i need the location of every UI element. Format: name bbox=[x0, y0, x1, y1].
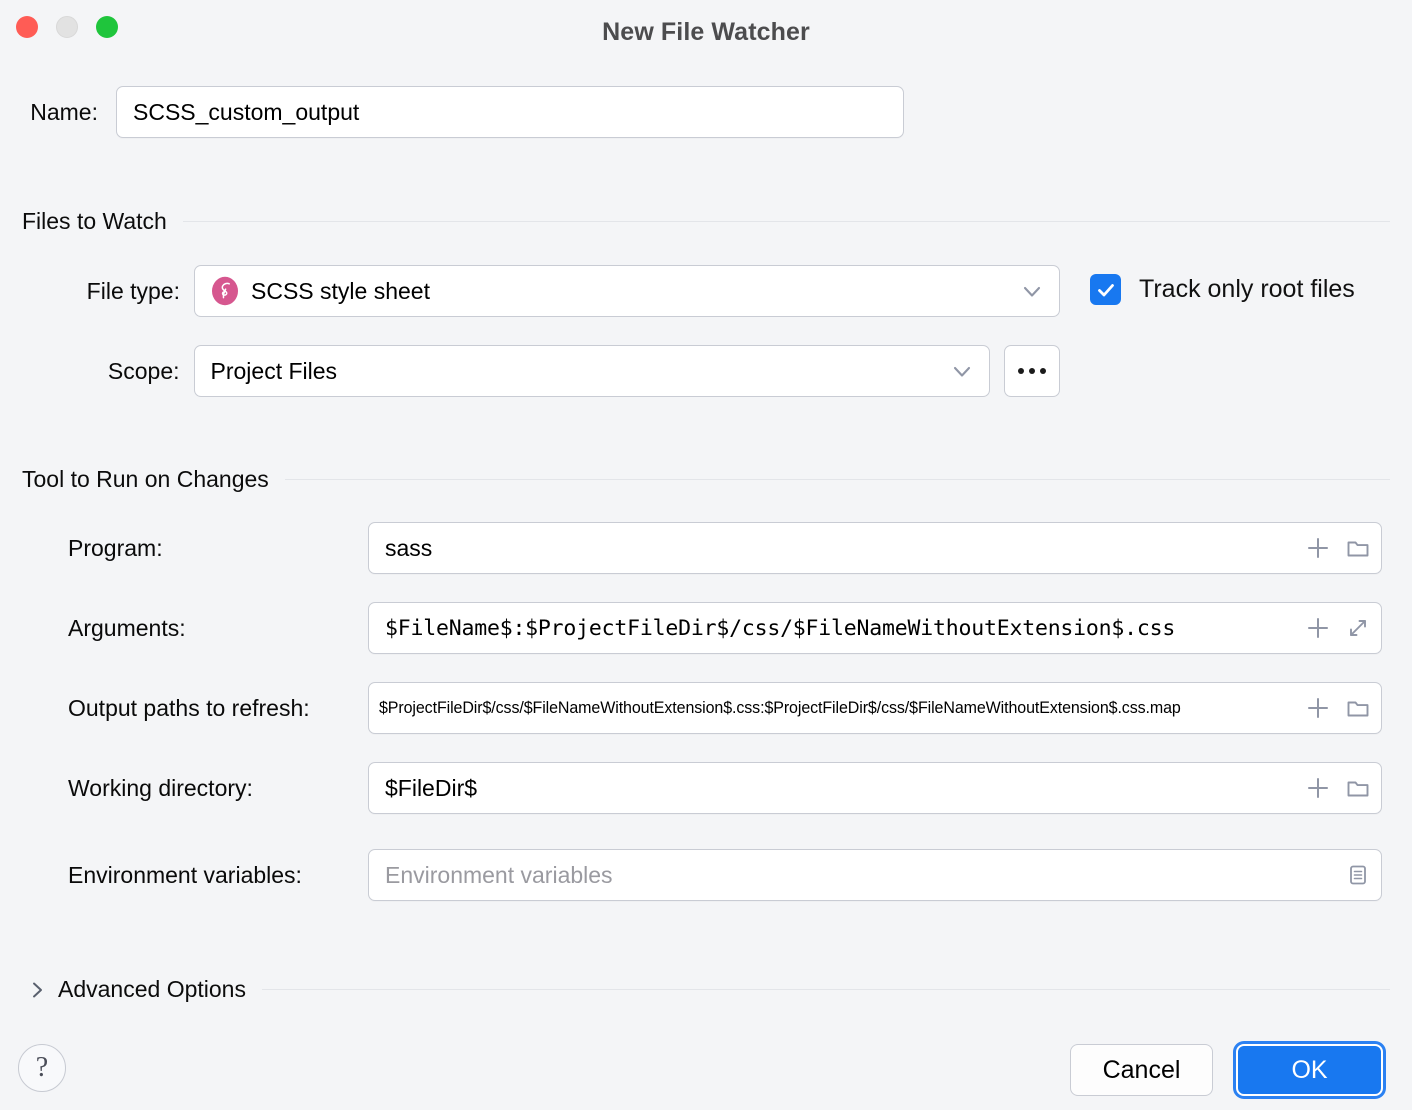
tool-to-run-title: Tool to Run on Changes bbox=[22, 466, 269, 492]
close-button[interactable] bbox=[16, 16, 38, 38]
working-directory-row: Working directory: $FileDir$ bbox=[68, 761, 1390, 815]
file-type-label: File type: bbox=[86, 277, 180, 304]
edit-list-icon[interactable] bbox=[1345, 862, 1371, 888]
browse-folder-icon[interactable] bbox=[1345, 775, 1371, 801]
chevron-down-icon bbox=[954, 366, 971, 377]
track-only-root-files-label: Track only root files bbox=[1139, 275, 1355, 303]
help-button[interactable]: ? bbox=[18, 1044, 66, 1092]
advanced-options-toggle[interactable]: Advanced Options bbox=[26, 976, 1390, 1003]
name-row: Name: SCSS_custom_output bbox=[20, 84, 904, 140]
tool-to-run-section-header: Tool to Run on Changes bbox=[22, 466, 1390, 493]
scope-row: Scope: Project Files bbox=[68, 344, 1060, 398]
chevron-down-icon bbox=[1023, 286, 1041, 297]
arguments-input[interactable]: $FileName$:$ProjectFileDir$/css/$FileNam… bbox=[368, 602, 1382, 654]
zoom-button[interactable] bbox=[96, 16, 118, 38]
section-divider bbox=[261, 989, 1390, 990]
checkbox-box-checked[interactable] bbox=[1090, 274, 1121, 305]
environment-variables-placeholder: Environment variables bbox=[385, 861, 613, 888]
arguments-input-value: $FileName$:$ProjectFileDir$/css/$FileNam… bbox=[385, 615, 1176, 641]
name-input-value: SCSS_custom_output bbox=[133, 98, 360, 125]
cancel-button-label: Cancel bbox=[1102, 1055, 1181, 1084]
ok-button-label: OK bbox=[1291, 1055, 1328, 1084]
name-label: Name: bbox=[30, 98, 98, 125]
program-field-adornments bbox=[1295, 535, 1371, 561]
working-directory-input-value: $FileDir$ bbox=[385, 774, 478, 801]
program-input[interactable]: sass bbox=[368, 522, 1382, 574]
chevron-right-icon[interactable] bbox=[26, 979, 48, 1001]
insert-macro-icon[interactable] bbox=[1305, 695, 1331, 721]
files-to-watch-title: Files to Watch bbox=[22, 208, 167, 234]
insert-macro-icon[interactable] bbox=[1305, 775, 1331, 801]
dot bbox=[1018, 368, 1025, 374]
expand-editor-icon[interactable] bbox=[1345, 615, 1371, 641]
track-only-root-files-checkbox[interactable]: Track only root files bbox=[1090, 274, 1355, 305]
files-to-watch-section-header: Files to Watch bbox=[22, 208, 1390, 235]
scope-value: Project Files bbox=[210, 357, 338, 384]
environment-variables-field-adornments bbox=[1335, 862, 1371, 888]
advanced-options-label: Advanced Options bbox=[58, 976, 246, 1002]
output-paths-label: Output paths to refresh: bbox=[68, 694, 310, 721]
environment-variables-input[interactable]: Environment variables bbox=[368, 849, 1382, 901]
insert-macro-icon[interactable] bbox=[1305, 535, 1331, 561]
dot bbox=[1029, 368, 1036, 374]
window-title-bar: New File Watcher bbox=[0, 0, 1412, 66]
dot bbox=[1040, 368, 1047, 374]
arguments-row: Arguments: $FileName$:$ProjectFileDir$/c… bbox=[68, 601, 1390, 655]
output-paths-field-adornments bbox=[1295, 695, 1371, 721]
program-input-value: sass bbox=[385, 534, 433, 561]
program-row: Program: sass bbox=[68, 521, 1390, 575]
minimize-button[interactable] bbox=[56, 16, 78, 38]
insert-macro-icon[interactable] bbox=[1305, 615, 1331, 641]
checkmark-icon bbox=[1097, 283, 1114, 296]
output-paths-input[interactable]: $ProjectFileDir$/css/$FileNameWithoutExt… bbox=[368, 682, 1382, 734]
arguments-field-adornments bbox=[1295, 615, 1371, 641]
program-label: Program: bbox=[68, 534, 163, 561]
window-title: New File Watcher bbox=[602, 18, 810, 46]
output-paths-input-value: $ProjectFileDir$/css/$FileNameWithoutExt… bbox=[379, 698, 1181, 717]
file-type-combo[interactable]: SCSS style sheet bbox=[194, 265, 1060, 317]
file-type-row: File type: SCSS style sheet bbox=[68, 264, 1060, 318]
browse-folder-icon[interactable] bbox=[1345, 535, 1371, 561]
ok-button[interactable]: OK bbox=[1236, 1044, 1383, 1096]
traffic-light-buttons bbox=[16, 16, 118, 38]
environment-variables-label: Environment variables: bbox=[68, 861, 302, 888]
name-input[interactable]: SCSS_custom_output bbox=[116, 86, 904, 138]
section-divider bbox=[284, 479, 1390, 480]
help-button-label: ? bbox=[35, 1052, 49, 1083]
working-directory-label: Working directory: bbox=[68, 774, 253, 801]
scope-browse-button[interactable] bbox=[1004, 345, 1060, 397]
scss-file-icon bbox=[212, 276, 238, 306]
section-divider bbox=[182, 221, 1390, 222]
output-paths-row: Output paths to refresh: $ProjectFileDir… bbox=[68, 681, 1390, 735]
browse-folder-icon[interactable] bbox=[1345, 695, 1371, 721]
working-directory-input[interactable]: $FileDir$ bbox=[368, 762, 1382, 814]
scope-label: Scope: bbox=[107, 357, 180, 384]
cancel-button[interactable]: Cancel bbox=[1070, 1044, 1213, 1096]
environment-variables-row: Environment variables: Environment varia… bbox=[68, 848, 1390, 902]
working-directory-field-adornments bbox=[1295, 775, 1371, 801]
arguments-label: Arguments: bbox=[68, 614, 186, 641]
scope-combo[interactable]: Project Files bbox=[193, 345, 991, 397]
file-type-value: SCSS style sheet bbox=[251, 277, 430, 304]
